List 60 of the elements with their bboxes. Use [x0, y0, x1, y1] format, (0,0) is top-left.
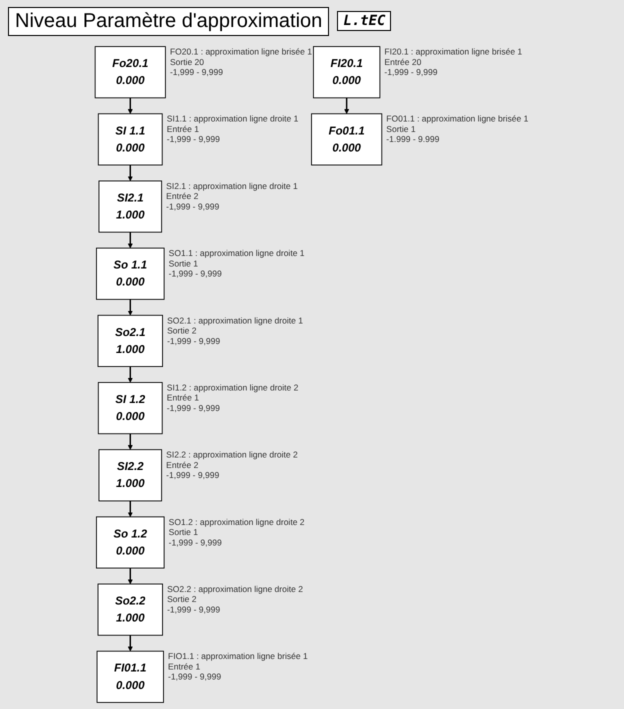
arrow [128, 500, 133, 518]
arrow [128, 98, 133, 114]
parameter-description: Sortie 1 [386, 124, 416, 134]
parameter-description: FO20.1 : approximation ligne brisée 1 [170, 46, 312, 57]
parameter-description: FIO1.1 : approximation ligne brisée 1 [168, 651, 308, 662]
arrow [128, 635, 133, 652]
parameter-description: Sortie 2 [167, 594, 196, 604]
parameter-description: SI1.2 : approximation ligne droite 2 [166, 382, 298, 392]
arrow [128, 434, 133, 450]
node-box: FI20.1 0.000 [313, 46, 380, 98]
arrow [344, 98, 350, 114]
parameter-description: SI2.1 : approximation ligne droite 1 [166, 180, 298, 191]
node-box: SI2.2 1.000 [98, 449, 162, 502]
parameter-description: Entrée 2 [166, 191, 198, 202]
node-box: SI 1.1 0.000 [98, 113, 163, 166]
parameter-description: SI2.2 : approximation ligne droite 2 [166, 450, 298, 460]
parameter-description: -1,999 - 9,999 [167, 336, 220, 346]
node-box: SI2.1 1.000 [98, 180, 162, 233]
parameter-description: SO1.1 : approximation ligne droite 1 [168, 248, 305, 258]
title: Niveau Paramètre d'approximation [8, 6, 330, 36]
node-box: Fo20.1 0.000 [94, 46, 166, 98]
parameter-description: Entrée 1 [166, 124, 199, 134]
parameter-description: Sortie 1 [168, 527, 198, 538]
parameter-description: -1,999 - 9,999 [168, 672, 222, 682]
parameter-description: SO2.2 : approximation ligne droite 2 [167, 584, 303, 594]
arrow [128, 299, 133, 316]
node-box: So2.2 1.000 [98, 584, 163, 636]
parameter-description: Entrée 1 [168, 661, 200, 672]
parameter-description: -1,999 - 9,999 [168, 268, 222, 279]
parameter-description: -1,999 - 9,999 [166, 470, 220, 480]
parameter-description: FO01.1 : approximation ligne brisée 1 [386, 114, 528, 124]
arrow [128, 165, 133, 182]
node-box: So2.1 1.000 [98, 314, 163, 367]
parameter-description: SO2.1 : approximation ligne droite 1 [167, 315, 303, 326]
node-box: So 1.2 0.000 [96, 516, 165, 569]
parameter-description: FI20.1 : approximation ligne brisée 1 [384, 46, 522, 57]
display-code-label: L.tEC [337, 11, 392, 31]
arrow [128, 568, 133, 584]
parameter-description: -1,999 - 9,999 [166, 134, 220, 144]
parameter-description: SO1.2 : approximation ligne droite 2 [168, 516, 305, 527]
parameter-description: -1,999 - 9,999 [166, 201, 220, 212]
parameter-description: Sortie 1 [168, 258, 198, 268]
arrow [128, 232, 133, 248]
parameter-description: -1,999 - 9,999 [384, 67, 438, 78]
parameter-description: -1.999 - 9.999 [386, 134, 440, 144]
arrow [128, 366, 133, 383]
parameter-description: -1,999 - 9,999 [170, 67, 223, 78]
node-box: Fo01.1 0.000 [311, 113, 382, 166]
node-box: FI01.1 0.000 [96, 650, 164, 703]
node-box: SI 1.2 0.000 [98, 382, 163, 434]
parameter-description: -1,999 - 9,999 [166, 402, 220, 413]
parameter-description: -1,999 - 9,999 [167, 604, 220, 614]
parameter-description: Sortie 20 [170, 56, 204, 67]
parameter-description: Entrée 20 [384, 56, 422, 67]
parameter-description: SI1.1 : approximation ligne droite 1 [166, 114, 298, 124]
parameter-description: -1,999 - 9,999 [168, 537, 222, 548]
node-box: So 1.1 0.000 [96, 248, 165, 300]
parameter-description: Entrée 1 [166, 392, 199, 403]
parameter-description: Entrée 2 [166, 460, 198, 470]
parameter-description: Sortie 2 [167, 326, 196, 336]
